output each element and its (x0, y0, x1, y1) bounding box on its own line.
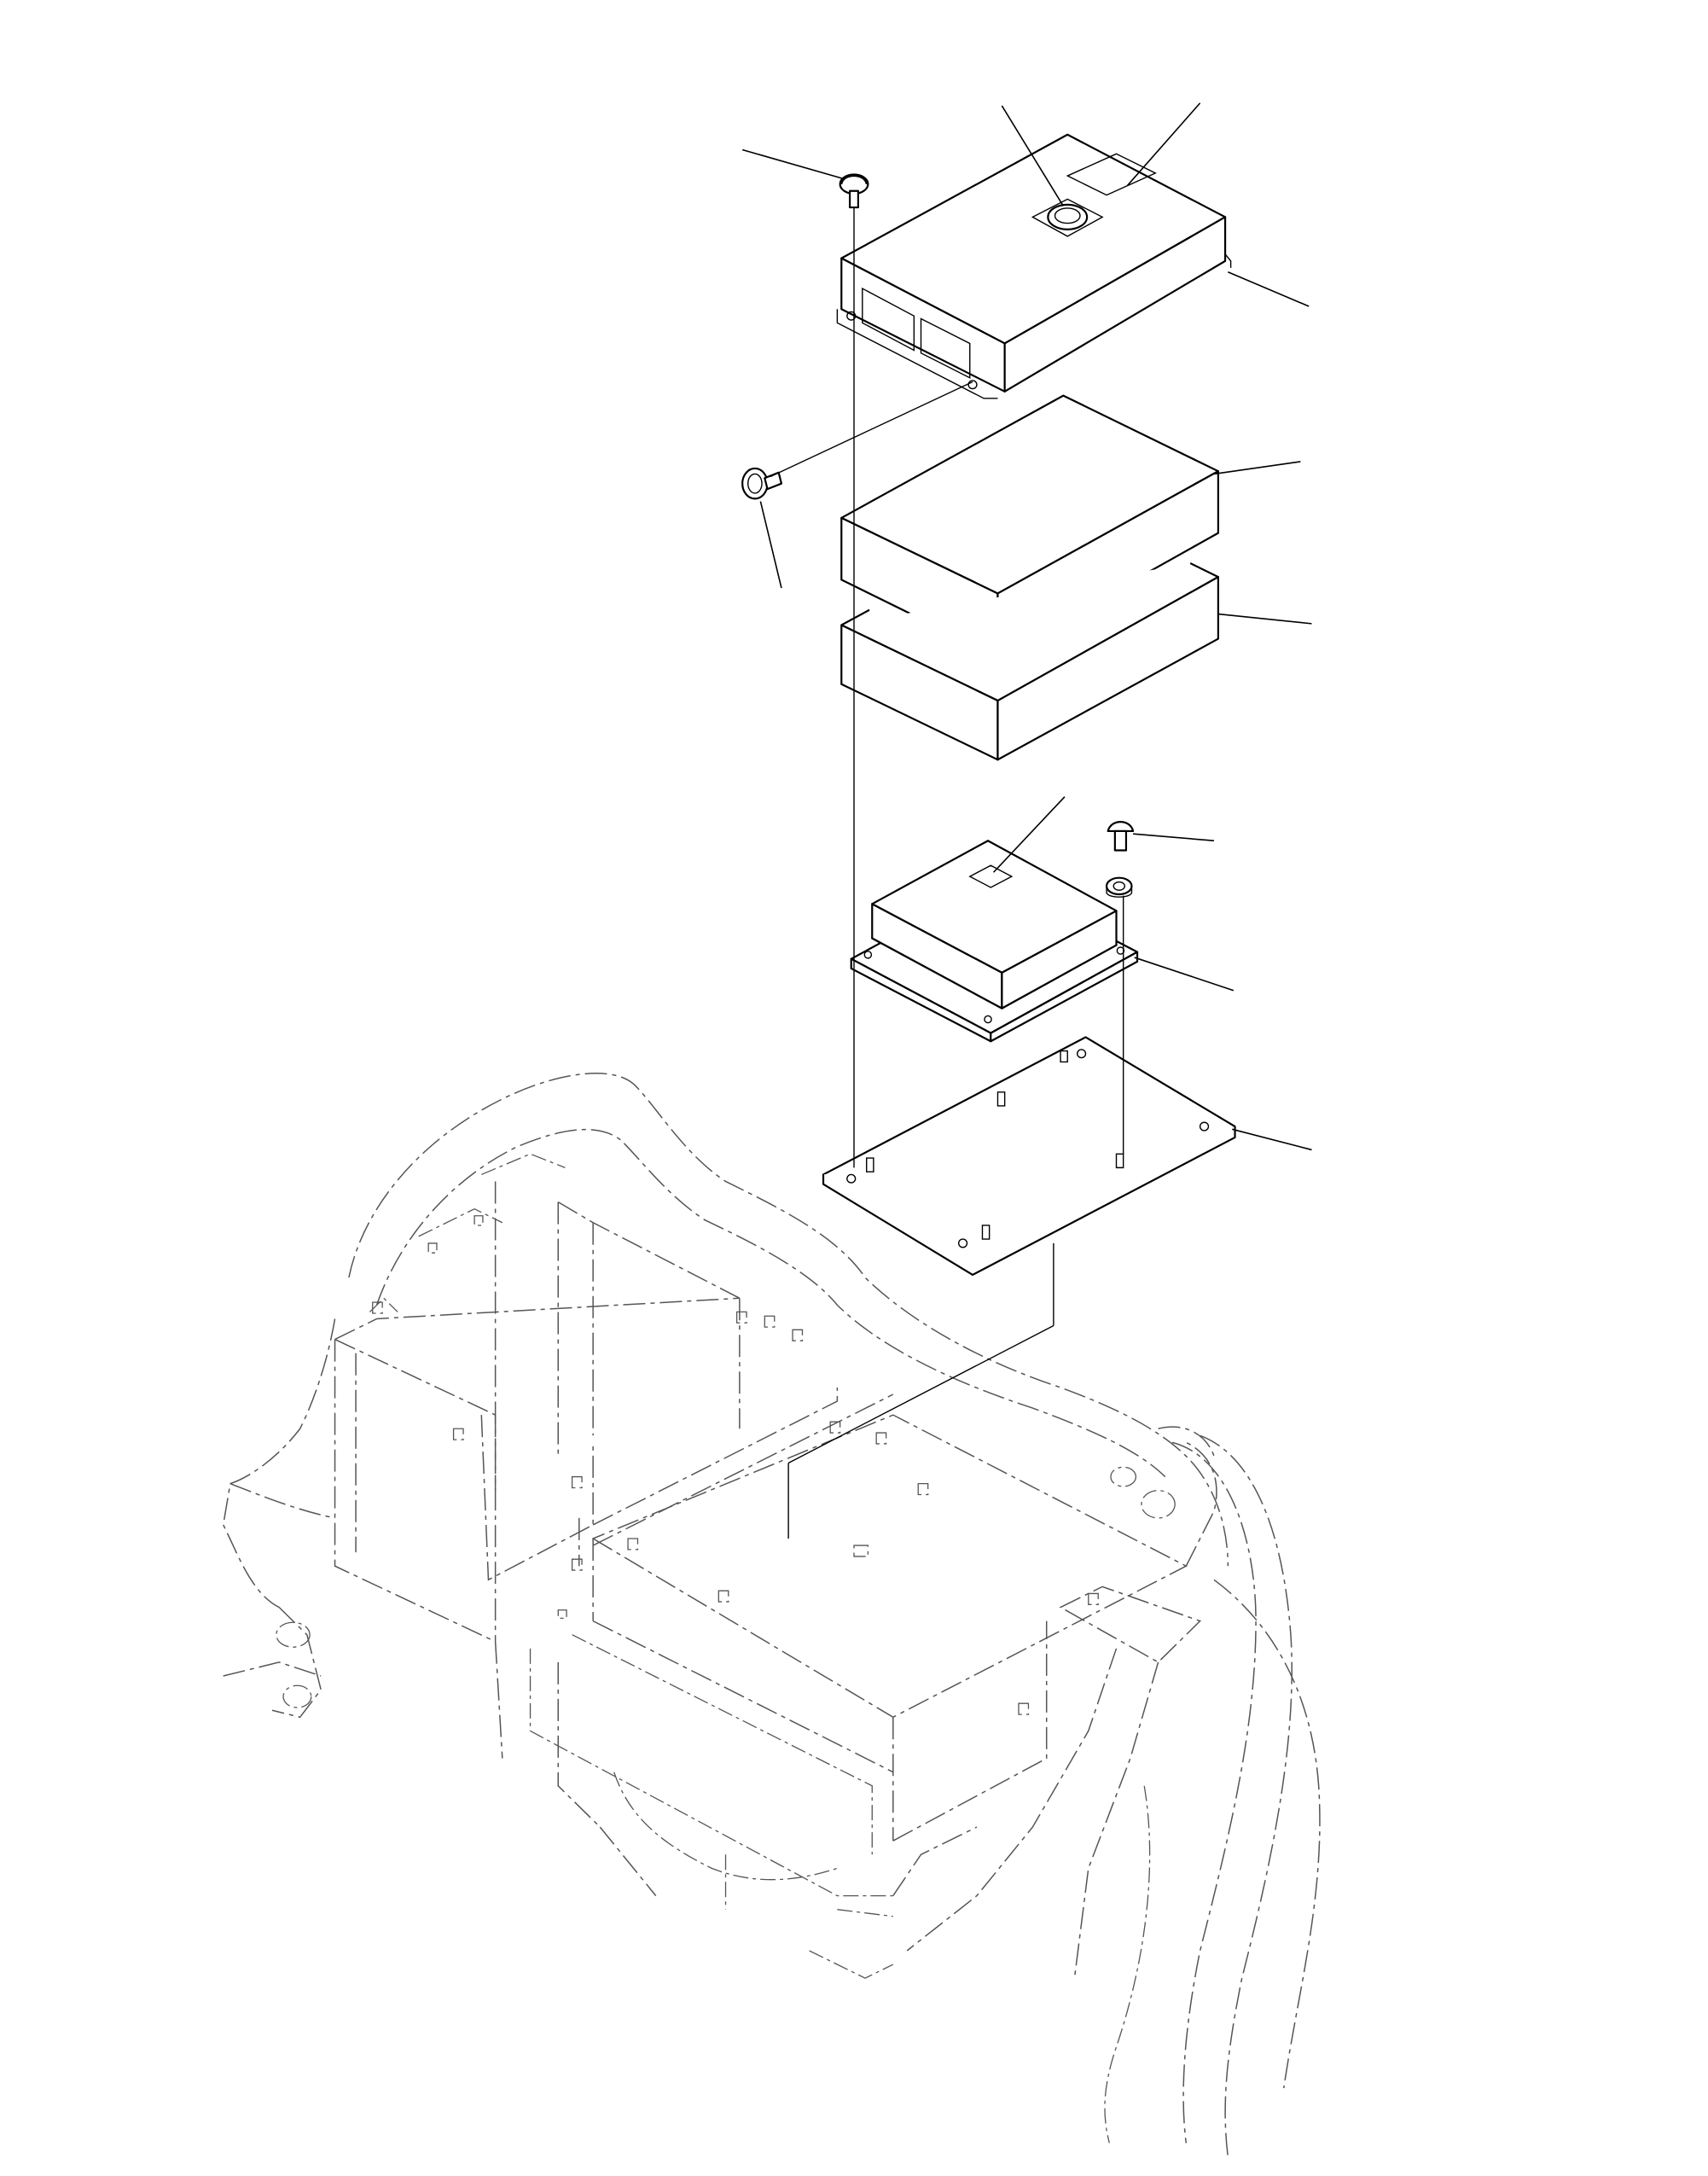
cover-bolt-top (840, 174, 869, 207)
callout-leaders (742, 103, 1311, 1150)
control-unit-cover (837, 135, 1230, 399)
mounting-bracket-plate (823, 1037, 1235, 1275)
controller (851, 841, 1137, 1041)
machine-frame (224, 1073, 1320, 2157)
assembly-lines (770, 207, 1124, 1539)
controller-label (970, 865, 1012, 887)
lower-pad (841, 563, 1218, 759)
cover-label (1067, 154, 1155, 195)
mounting-bolt (1108, 822, 1133, 850)
washer (1107, 878, 1131, 898)
cover-grommet (1032, 199, 1102, 236)
cover-bolt-side (742, 468, 781, 498)
